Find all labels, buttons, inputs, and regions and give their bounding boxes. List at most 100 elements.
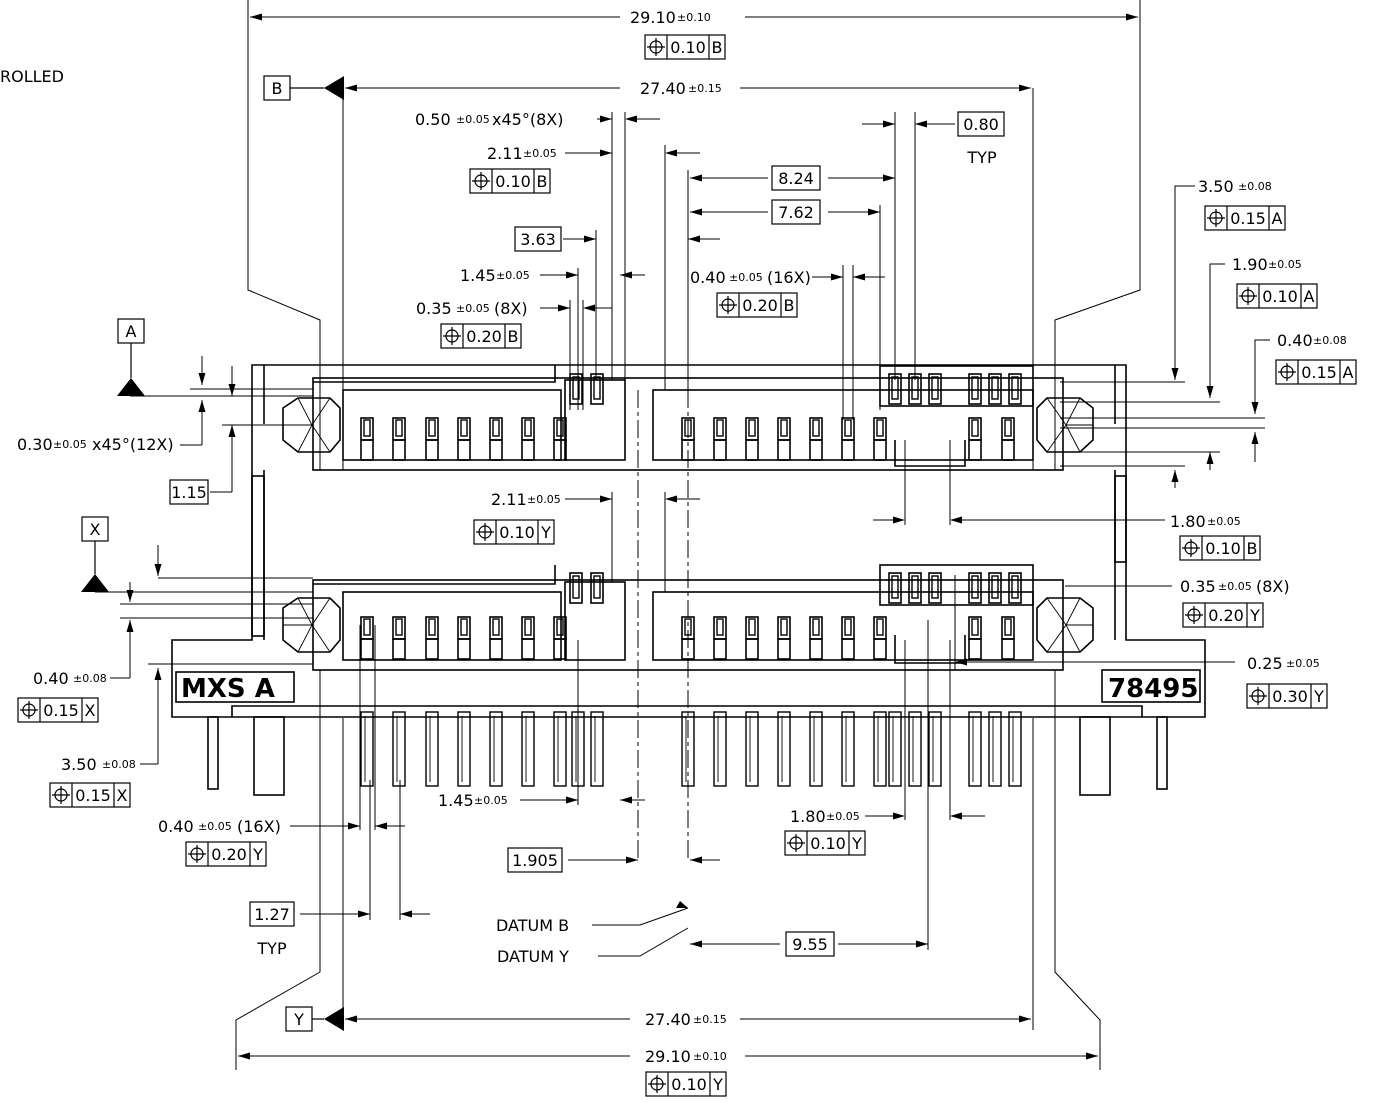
solder-tail — [928, 711, 942, 787]
fcf-datum: B — [508, 327, 519, 346]
tol-chamfer-12x: ±0.05 — [53, 438, 87, 451]
fcf-datum: A — [1343, 363, 1354, 382]
tol-350-x: ±0.08 — [102, 758, 136, 771]
fcf-tolerance: 0.20 — [742, 296, 778, 315]
tol-chamfer-8x: ±0.05 — [456, 113, 490, 126]
fcf-tolerance: 0.10 — [810, 834, 846, 853]
solder-tail — [521, 711, 535, 787]
datum-y-note: DATUM Y — [497, 947, 569, 966]
tol-bot-width-y: ±0.10 — [693, 1050, 727, 1063]
suffix-035-top: (8X) — [494, 299, 528, 318]
solder-tail — [777, 711, 791, 787]
fcf-tolerance: 0.10 — [670, 38, 706, 57]
fcf-tolerance: 0.15 — [75, 786, 111, 805]
fcf-datum: A — [1304, 287, 1315, 306]
contact-pin-tall — [1008, 572, 1022, 604]
fcf-tolerance: 0.10 — [495, 172, 531, 191]
fcf-f-b-pitch: 0.10 B — [469, 168, 551, 194]
contact-pin-tall — [988, 572, 1002, 604]
solder-tail — [908, 711, 922, 787]
dim-824: 8.24 — [778, 169, 814, 188]
solder-tail — [360, 711, 374, 787]
fcf-datum: Y — [851, 834, 862, 853]
fcf-datum: A — [1272, 209, 1283, 228]
tol-035-y: ±0.05 — [1218, 580, 1252, 593]
contact-pin — [968, 417, 982, 461]
contact-pin — [360, 616, 374, 660]
dim-145-bot: 1.45 — [438, 791, 474, 810]
contact-pin-tall — [590, 572, 604, 604]
contact-pin — [745, 616, 759, 660]
dim-chamfer-8x: 0.50 — [415, 110, 451, 129]
dim-180-b: 1.80 — [1170, 512, 1206, 531]
fcf-tolerance: 0.10 — [499, 523, 535, 542]
dim-180-y: 1.80 — [790, 807, 826, 826]
dim-top-width-ab: 29.10 — [630, 8, 676, 27]
contact-pin-tall — [908, 572, 922, 604]
bottom-connector-pins-left — [360, 616, 567, 660]
contact-pin — [392, 417, 406, 461]
dim-035-y: 0.35 — [1180, 577, 1216, 596]
fcf-f-pin-b: 0.20 B — [440, 323, 522, 349]
contact-pin — [745, 417, 759, 461]
tol-145-bot: ±0.05 — [474, 794, 508, 807]
contact-pin — [521, 616, 535, 660]
contact-pin-tall — [888, 572, 902, 604]
tol-040-a: ±0.08 — [1313, 334, 1347, 347]
fcf-tolerance: 0.10 — [671, 1075, 707, 1094]
fcf-datum: Y — [540, 523, 551, 542]
dim-955: 9.55 — [792, 935, 828, 954]
fcf-tolerance: 0.20 — [1208, 606, 1244, 625]
solder-tail — [392, 711, 406, 787]
fcf-f-350-x: 0.15 X — [49, 782, 131, 808]
dim-035-top: 0.35 — [416, 299, 452, 318]
fcf-tolerance: 0.10 — [1262, 287, 1298, 306]
marking-right: 78495 — [1108, 674, 1198, 704]
contact-pin — [777, 616, 791, 660]
dim-080: 0.80 — [963, 115, 999, 134]
contact-pin — [457, 417, 471, 461]
solder-tail — [713, 711, 727, 787]
contact-pin — [968, 616, 982, 660]
dim-145-top: 1.45 — [460, 266, 496, 285]
fcf-datum: B — [537, 172, 548, 191]
datum-x-letter: X — [90, 520, 101, 539]
fcf-tolerance: 0.10 — [1205, 539, 1241, 558]
contact-pin — [425, 616, 439, 660]
fcf-datum: B — [784, 296, 795, 315]
dim-040-16x-bot: 0.40 — [158, 817, 194, 836]
solder-tail — [745, 711, 759, 787]
contact-pin — [713, 417, 727, 461]
datum-a-letter: A — [126, 322, 137, 341]
suffix-chamfer-12x: x45°(12X) — [92, 435, 174, 454]
fcf-datum: Y — [712, 1075, 723, 1094]
tol-pitch-top: ±0.05 — [523, 147, 557, 160]
solder-tail — [457, 711, 471, 787]
suffix-035-y: (8X) — [1256, 577, 1290, 596]
dim-127: 1.27 — [254, 905, 290, 924]
fcf-datum: X — [117, 786, 128, 805]
tol-180-y: ±0.05 — [826, 810, 860, 823]
contact-pin — [841, 417, 855, 461]
solder-tail — [590, 711, 604, 787]
datum-b-letter: B — [272, 79, 283, 98]
solder-tail — [873, 711, 887, 787]
dim-040-16x-top: 0.40 — [690, 268, 726, 287]
dim-bot-width-y: 29.10 — [645, 1047, 691, 1066]
contact-pin — [777, 417, 791, 461]
dim-350-a: 3.50 — [1198, 177, 1234, 196]
fcf-tolerance: 0.20 — [466, 327, 502, 346]
fcf-f-040-16x-b: 0.20 B — [716, 292, 798, 318]
contact-pin — [809, 417, 823, 461]
solder-tail-pins — [360, 711, 1022, 787]
dim-190: 1.90 — [1232, 255, 1268, 274]
suffix-chamfer-8x: x45°(8X) — [492, 110, 563, 129]
fcf-tolerance: 0.15 — [43, 701, 79, 720]
tol-025: ±0.05 — [1286, 657, 1320, 670]
dim-762: 7.62 — [778, 203, 814, 222]
tol-040-16x-bot: ±0.05 — [198, 820, 232, 833]
